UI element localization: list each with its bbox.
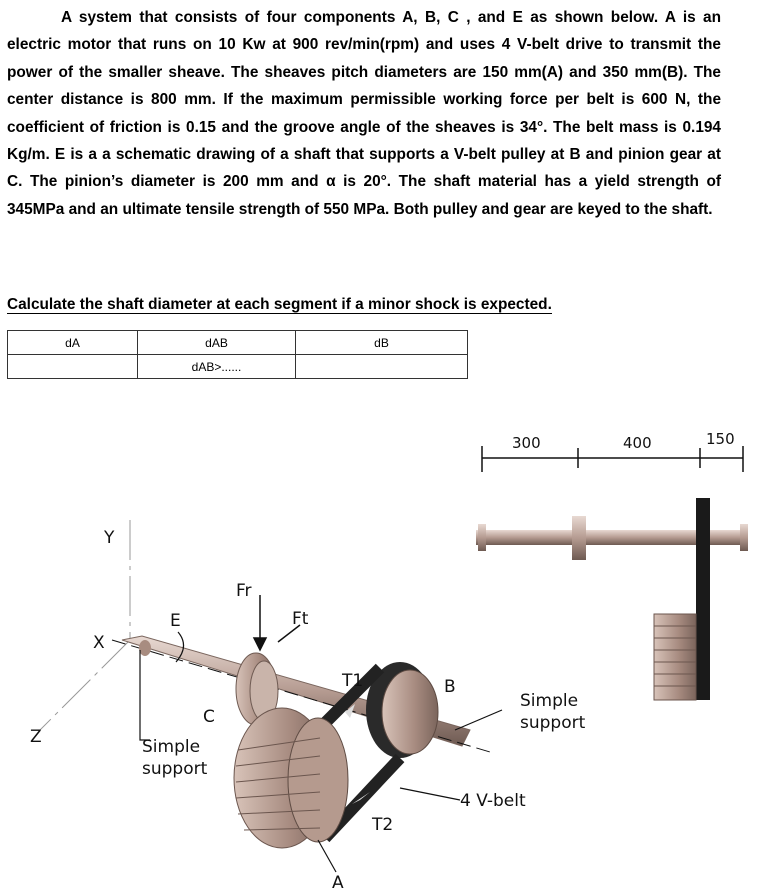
header-dab: dAB [137,330,296,355]
label-a: A [332,873,344,893]
label-t1: T1 [341,671,363,691]
question-text: Calculate the shaft diameter at each seg… [7,296,552,314]
answer-db[interactable] [295,354,468,379]
label-fr: Fr [236,581,252,601]
t2-arrow [352,792,370,804]
answer-dab[interactable]: dAB>...... [137,354,296,379]
t1-arrow [345,704,355,718]
pulley-b [366,662,439,758]
label-vbelt: 4 V-belt [460,791,526,811]
label-support-left-1: Simple [142,737,200,757]
header-db: dB [295,330,468,355]
pinion-gear-c [235,652,279,726]
shaft-system-figure: 300 400 150 Y X Z [30,430,748,893]
header-da: dA [7,330,138,355]
axis-y-label: Y [103,528,115,548]
problem-statement: A system that consists of four component… [7,9,721,218]
label-support-right-1: Simple [520,691,578,711]
label-support-right-2: support [520,713,586,733]
dimension-line [481,446,744,472]
motor-sheave-a [233,707,349,849]
label-e: E [170,611,181,631]
axis-x-label: X [93,633,105,653]
label-t2: T2 [371,815,393,835]
table-answer-row: dAB>...... [7,354,468,379]
table-header-row: dA dAB dB [7,330,468,355]
dim-300: 300 [512,434,541,452]
answer-table: dA dAB dB dAB>...... [7,330,468,379]
label-c: C [203,707,215,727]
dim-400: 400 [623,434,652,452]
force-arrows [252,595,301,652]
answer-da[interactable] [7,354,138,379]
label-ft: Ft [292,609,309,629]
dim-150: 150 [706,430,735,448]
label-b: B [444,677,456,697]
axis-z-label: Z [30,727,42,747]
top-view-shaft [476,498,748,701]
axes [39,520,131,731]
label-support-left-2: support [142,759,208,779]
